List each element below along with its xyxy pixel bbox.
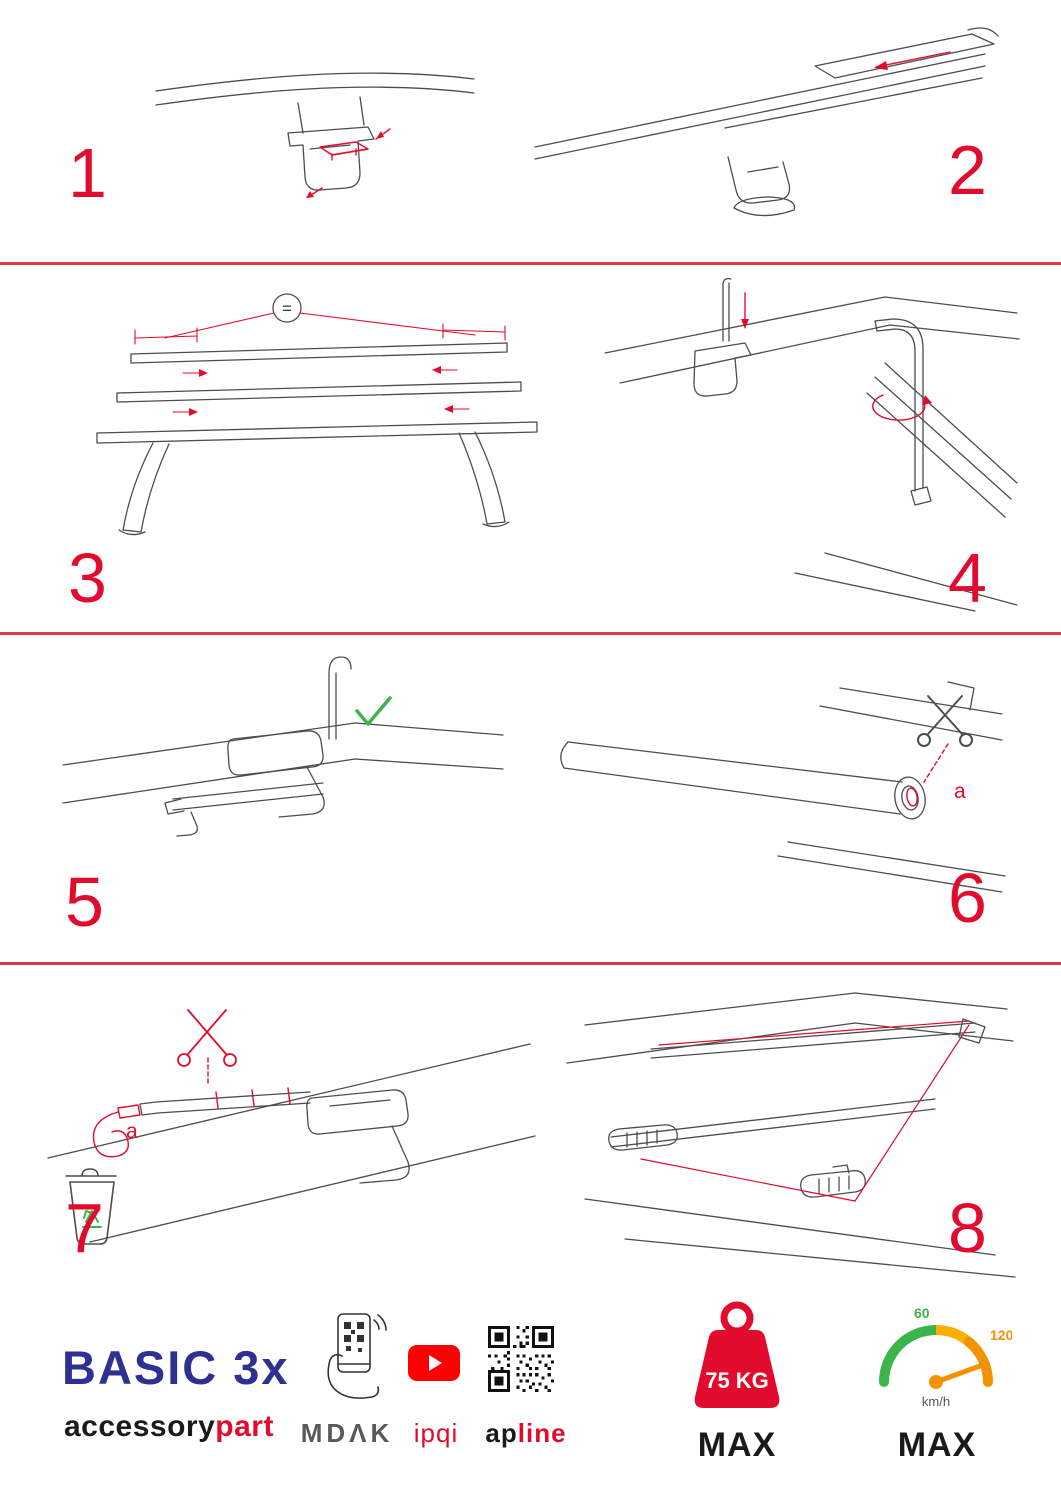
step-3-number: 3 <box>68 539 107 617</box>
step-6-illustration: a <box>560 681 1006 893</box>
step-7-cut-marks <box>92 1057 291 1158</box>
step-8-illustration <box>566 992 1016 1278</box>
step-1-pad-highlight <box>307 128 391 198</box>
youtube-icon <box>408 1345 460 1381</box>
step-4-illustration <box>604 277 1020 612</box>
speed-max-label: MAX <box>897 1426 977 1464</box>
qr-code <box>488 1326 554 1392</box>
speed-high-label: 120 <box>990 1327 1012 1343</box>
product-name: BASIC 3x <box>62 1341 290 1394</box>
speed-low-label: 60 <box>914 1305 930 1321</box>
step-4-arrows <box>744 292 926 421</box>
row-steps-3-4: = 3 <box>0 265 1061 635</box>
partner-mdak: MDΛK <box>300 1418 394 1448</box>
partner-ipqi: ipqi <box>413 1418 459 1448</box>
check-icon <box>355 696 392 726</box>
partner-apline-black: ap <box>485 1418 518 1448</box>
step-5-number: 5 <box>65 863 104 941</box>
step-1-number: 1 <box>68 134 107 212</box>
speed-unit-label: km/h <box>922 1394 950 1409</box>
scissors-icon-red <box>177 1009 237 1067</box>
step-7-cut-label: a <box>126 1120 138 1143</box>
partner-apline: apline <box>478 1418 574 1449</box>
step-2-illustration <box>534 27 999 217</box>
brand-name-black: accessory <box>64 1410 216 1443</box>
weight-max-label: MAX <box>697 1426 777 1464</box>
step-2-number: 2 <box>948 131 987 209</box>
step-7-illustration: a <box>47 1009 536 1245</box>
step-6-number: 6 <box>948 859 987 937</box>
trash-bin-icon <box>65 1168 117 1245</box>
step-6-cut-label: a <box>954 780 966 803</box>
row-steps-5-6: 5 a 6 <box>0 635 1061 965</box>
row-steps-1-2: 1 2 <box>0 0 1061 265</box>
brand-name-red: part <box>215 1410 274 1443</box>
speedometer-icon: 60 120 km/h <box>879 1305 1012 1409</box>
row-steps-7-8: a 7 <box>0 965 1061 1288</box>
brand-name: accessorypart <box>64 1410 274 1444</box>
recycle-icon <box>82 1210 102 1228</box>
step-7-number: 7 <box>65 1189 104 1267</box>
phone-qr-icon <box>327 1313 387 1399</box>
step-2-slide-arrow <box>875 51 951 68</box>
step-5-illustration <box>62 656 504 837</box>
weight-limit-value: 75 KG <box>705 1368 769 1393</box>
step-6-cut-line <box>906 743 949 807</box>
weight-limit-icon: 75 KG <box>694 1301 780 1408</box>
step-8-guide-lines <box>640 1020 970 1202</box>
equal-spacing-sign: = <box>282 299 292 318</box>
step-4-number: 4 <box>948 539 987 617</box>
step-3-illustration: = <box>96 293 538 536</box>
footer: BASIC 3x accessorypart MDΛK ipqi <box>0 1288 1061 1500</box>
step-1-illustration <box>155 72 475 198</box>
step-8-number: 8 <box>948 1189 987 1267</box>
partner-apline-red: line <box>517 1418 567 1448</box>
equal-spacing-lines <box>134 312 506 413</box>
scissors-icon <box>917 695 973 747</box>
